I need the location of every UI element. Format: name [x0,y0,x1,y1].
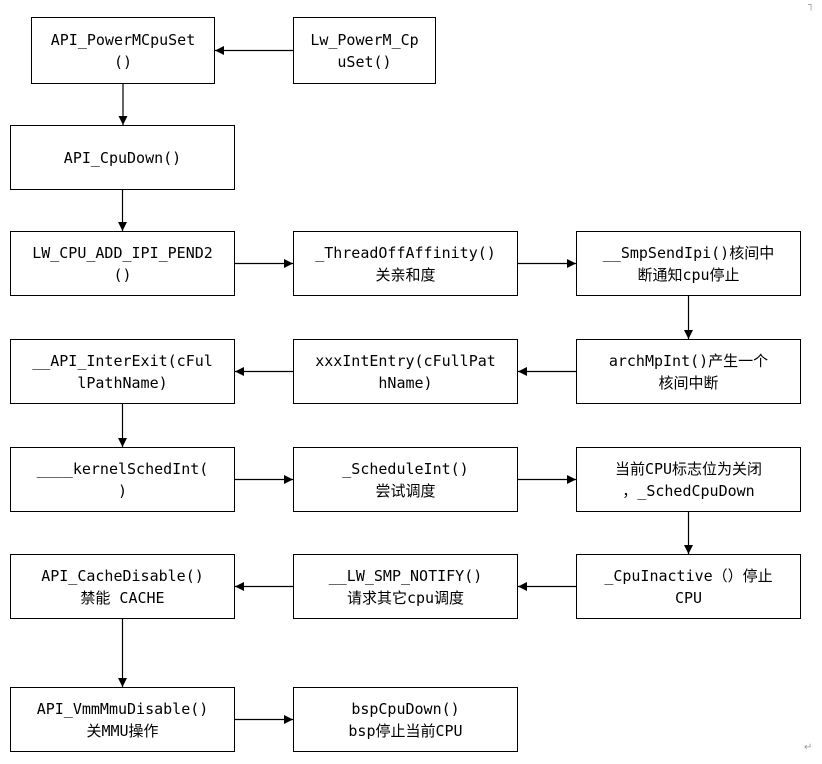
node-label-line-1: 当前CPU标志位为关闭 [614,459,763,478]
node-bspcpudown: bspCpuDown() bsp停止当前CPU [293,687,518,752]
node-smpsendipi: __SmpSendIpi()核间中 断通知cpu停止 [576,231,801,296]
node-label-line-1: API_PowerMCpuSet [50,30,196,49]
node-label-line-2: uSet() [337,52,392,71]
node-label-line-1: __LW_SMP_NOTIFY() [328,566,483,585]
node-label-line-1: __API_InterExit(cFul [32,351,213,370]
node-label-line-1: ____kernelSchedInt( [36,459,209,478]
node-lw-smp-notify: __LW_SMP_NOTIFY() 请求其它cpu调度 [293,554,518,619]
node-lw-cpu-add-ipi-pend2: LW_CPU_ADD_IPI_PEND2 () [10,231,235,296]
node-label-line-1: Lw_PowerM_Cp [310,30,419,49]
node-xxxintentry: xxxIntEntry(cFullPat hName) [293,339,518,404]
node-cpuinactive: _CpuInactive（）停止 CPU [576,554,801,619]
node-label-line-1: archMpInt()产生一个 [608,351,769,370]
node-label-line-1: bspCpuDown() [351,699,460,718]
node-label-line-1: xxxIntEntry(cFullPat [315,351,496,370]
node-lw-powerm-cpuset: Lw_PowerM_Cp uSet() [293,17,436,84]
node-label-line-2: lPathName) [77,373,168,392]
node-label-line-2: 禁能 CACHE [80,588,165,607]
node-label-line-1: API_CacheDisable() [41,566,204,585]
node-label-line-1: _ScheduleInt() [342,459,469,478]
node-label-line-1: API_CpuDown() [63,148,182,167]
corner-mark-top-right: ┐ [808,0,815,11]
node-label-line-2: 断通知cpu停止 [637,265,740,284]
node-api-cpudown: API_CpuDown() [10,125,235,190]
node-api-interexit: __API_InterExit(cFul lPathName) [10,339,235,404]
node-label-line-2: 请求其它cpu调度 [346,588,465,607]
node-label-line-1: LW_CPU_ADD_IPI_PEND2 [32,243,213,262]
node-kernelschedint: ____kernelSchedInt( ) [10,447,235,512]
node-label-line-1: __SmpSendIpi()核间中 [602,243,775,262]
node-label-line-2: () [113,265,132,284]
node-scheduleint: _ScheduleInt() 尝试调度 [293,447,518,512]
node-threadoffaffinity: _ThreadOffAffinity() 关亲和度 [293,231,518,296]
return-mark-icon: ↵ [804,742,813,753]
node-label-line-2: 关亲和度 [375,265,436,284]
node-archmpint: archMpInt()产生一个 核间中断 [576,339,801,404]
node-label-line-2: () [113,52,133,71]
node-label-line-1: _CpuInactive（）停止 [604,566,773,585]
node-label-line-2: 核间中断 [658,373,719,392]
node-schedcpudown: 当前CPU标志位为关闭 ，_SchedCpuDown [576,447,801,512]
node-label-line-1: _ThreadOffAffinity() [315,243,496,262]
node-label-line-2: ，_SchedCpuDown [622,481,755,500]
node-label-line-2: ) [117,481,128,500]
node-label-line-2: CPU [674,588,703,607]
edges [118,46,693,724]
node-label-line-1: API_VmmMmuDisable() [36,699,209,718]
node-label-line-2: 关MMU操作 [86,721,159,740]
node-api-powermcpuset: API_PowerMCpuSet () [31,17,215,84]
node-api-cachedisable: API_CacheDisable() 禁能 CACHE [10,554,235,619]
node-label-line-2: hName) [378,373,433,392]
node-api-vmmmmudisable: API_VmmMmuDisable() 关MMU操作 [10,687,235,752]
node-label-line-2: bsp停止当前CPU [348,721,463,740]
node-label-line-2: 尝试调度 [375,481,436,500]
